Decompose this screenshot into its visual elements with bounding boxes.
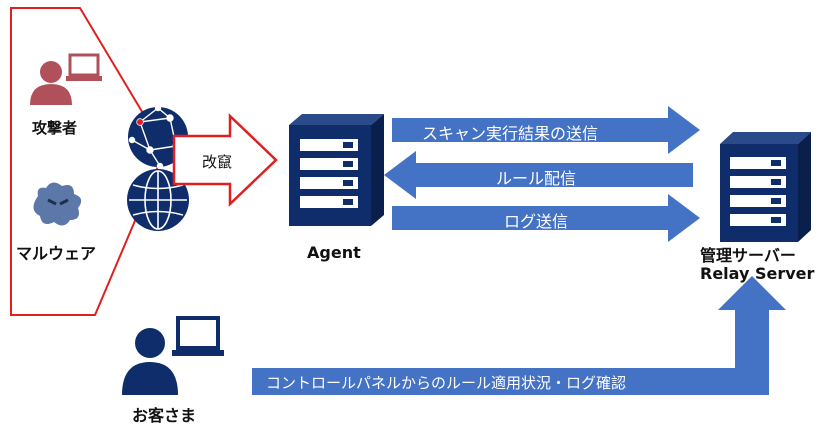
malware-label: マルウェア (16, 244, 97, 263)
customer-person-icon (122, 328, 178, 395)
customer-label: お客さま (132, 406, 197, 425)
attacker-person-icon (30, 61, 72, 105)
log-send-arrow (392, 194, 700, 242)
control-panel-text: コントロールパネルからのルール適用状況・ログ確認 (266, 374, 627, 392)
control-panel-arrow (252, 276, 786, 395)
attacker-label: 攻撃者 (32, 119, 78, 137)
tamper-arrow (172, 113, 278, 207)
laptop-icon (66, 53, 102, 81)
server-icon (289, 114, 384, 226)
log-send-text: ログ送信 (504, 212, 569, 231)
threat-outline (10, 7, 167, 316)
tamper-label: 改竄 (202, 153, 233, 171)
server-label-line2: Relay Server (700, 264, 815, 283)
rule-distribution-text: ルール配信 (496, 169, 577, 188)
scan-result-arrow (392, 106, 700, 154)
agent-label: Agent (307, 243, 361, 262)
malware-icon (33, 182, 82, 226)
laptop-icon (172, 316, 224, 356)
server-icon (720, 132, 811, 242)
server-label-line1: 管理サーバー (700, 246, 796, 265)
scan-result-text: スキャン実行結果の送信 (422, 124, 599, 143)
rule-distribution-arrow (384, 151, 693, 199)
